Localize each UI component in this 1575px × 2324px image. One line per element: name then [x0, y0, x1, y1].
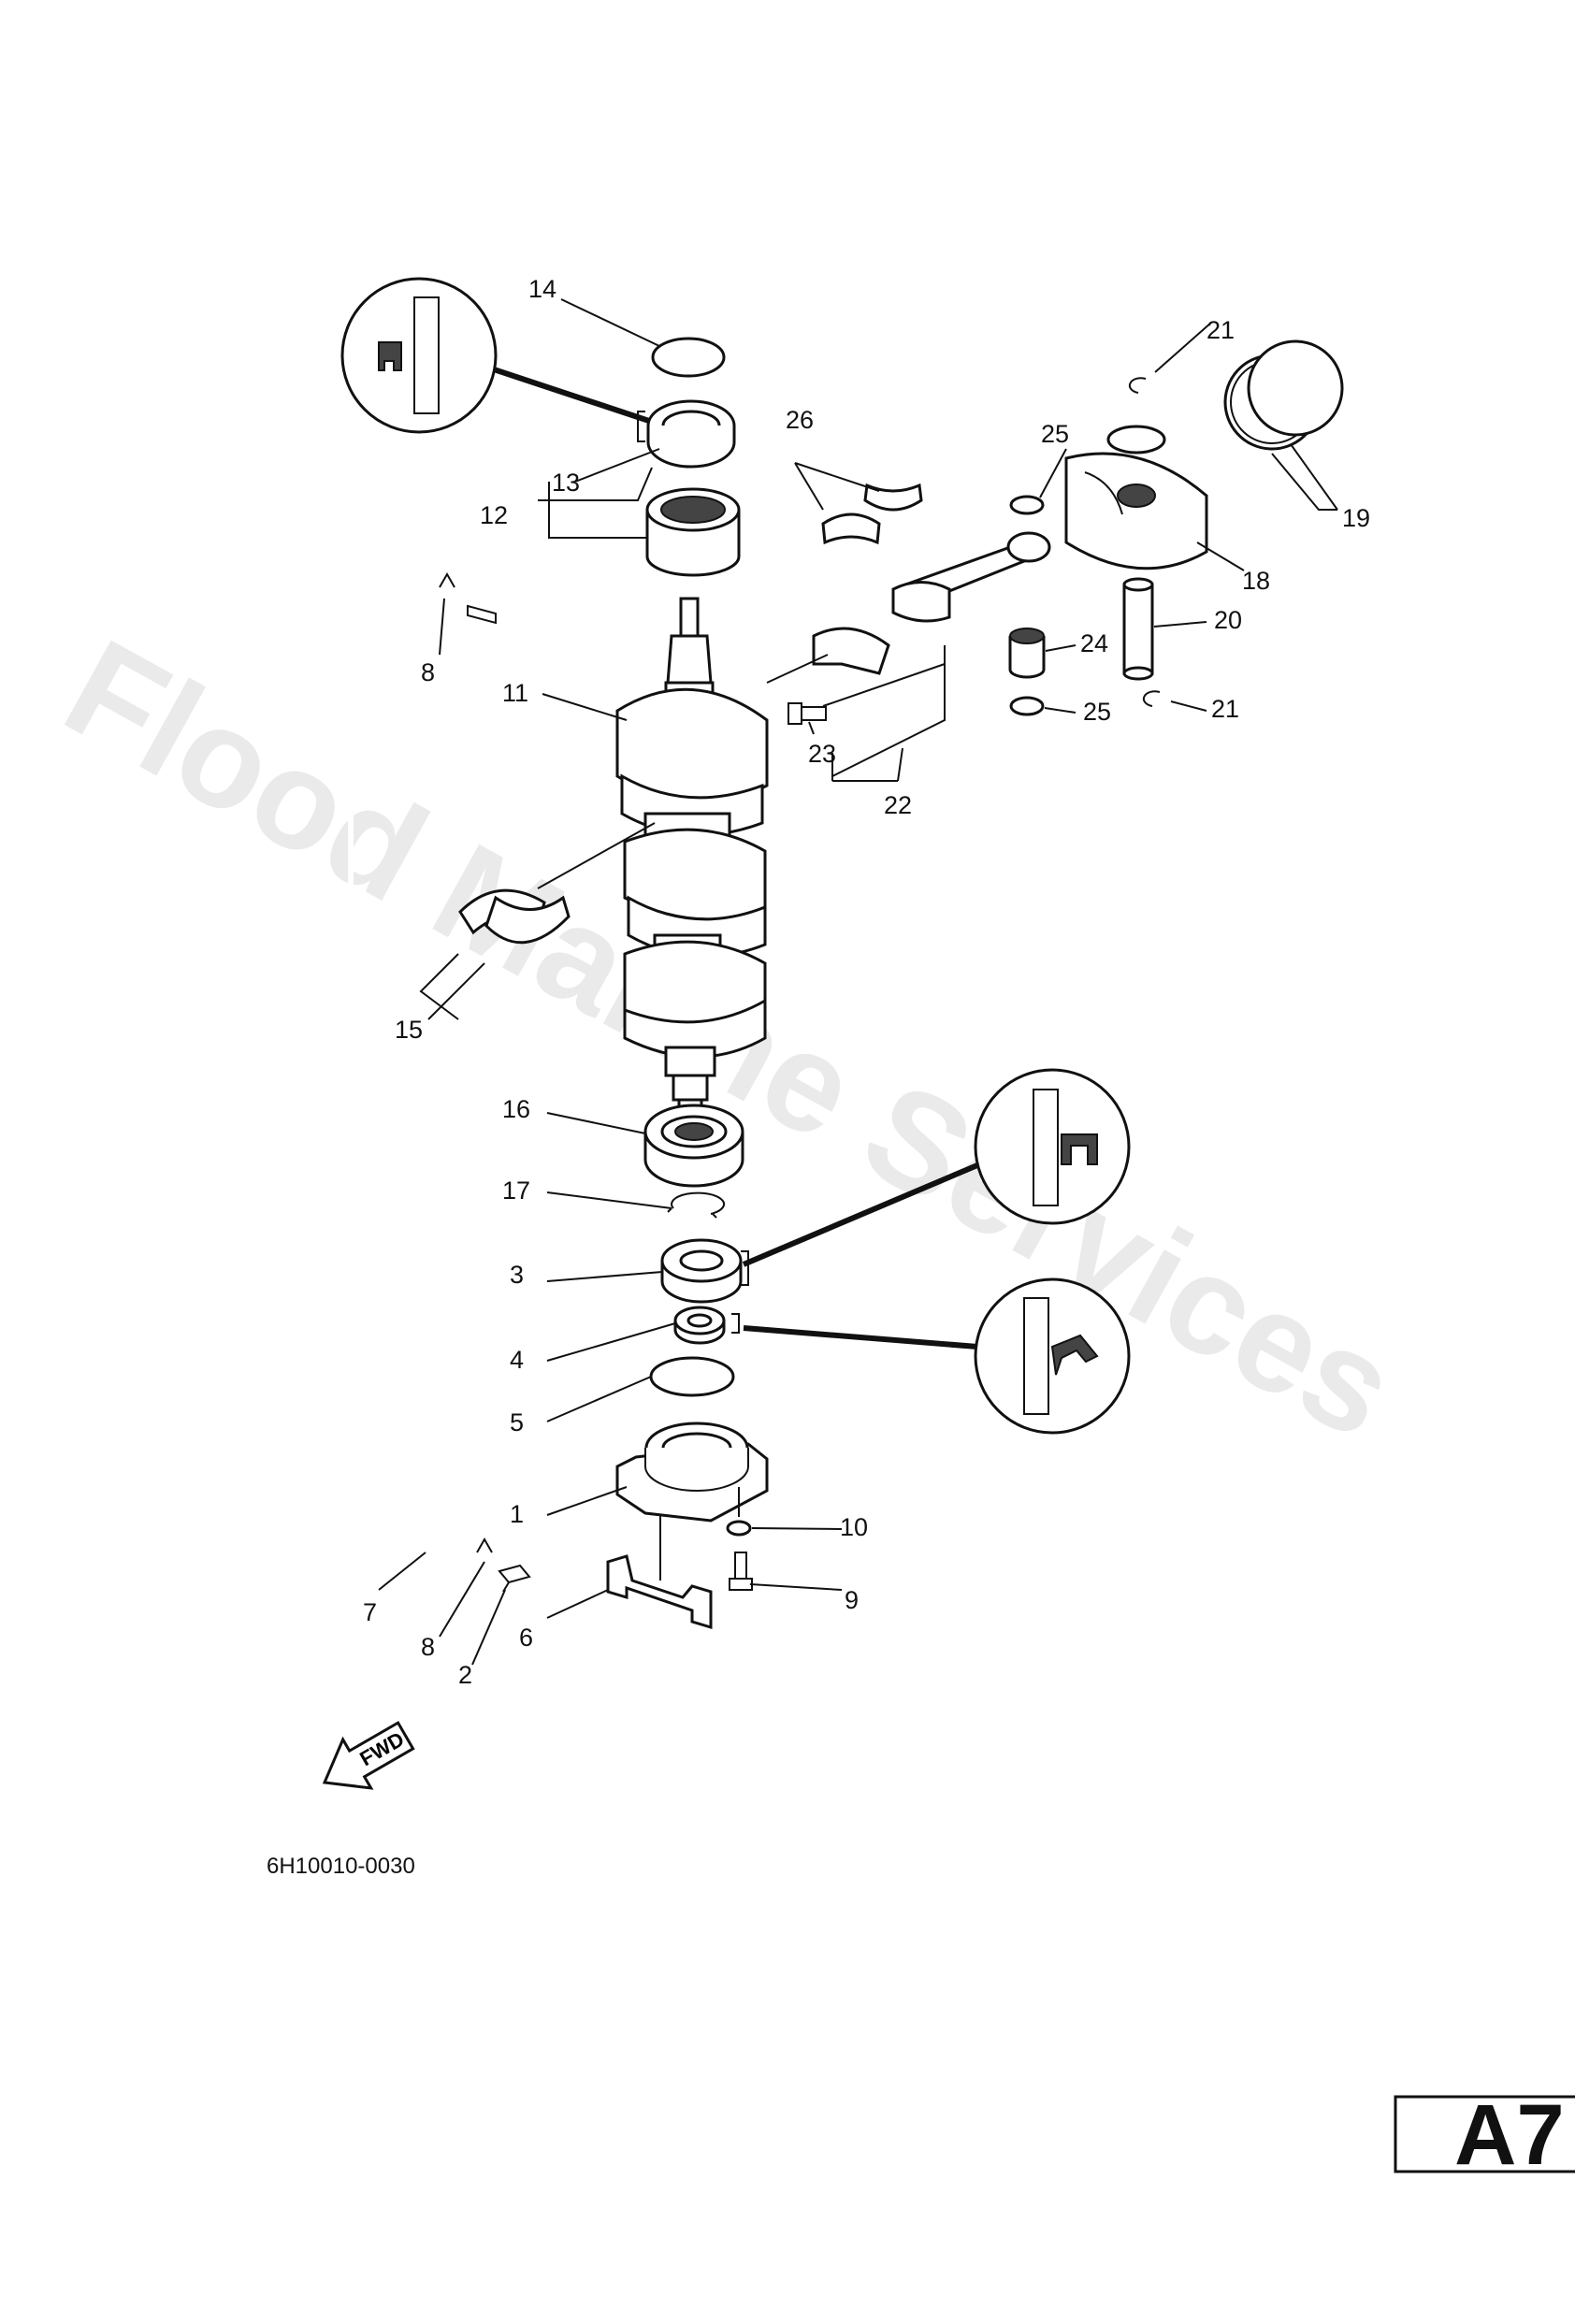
label-part-5: 5 — [510, 1408, 524, 1436]
part-6-bracket — [606, 1515, 713, 1630]
label-part-1: 1 — [510, 1500, 524, 1528]
part-4-small-oil-seal — [673, 1306, 740, 1345]
part-18-piston — [1064, 425, 1208, 570]
label-part-22: 22 — [884, 791, 912, 819]
part-3-oil-seal — [660, 1238, 749, 1304]
label-part-25-upper: 25 — [1041, 420, 1069, 448]
label-part-15: 15 — [395, 1016, 423, 1044]
label-part-14: 14 — [528, 275, 556, 303]
part-10-washer — [726, 1487, 752, 1537]
forward-direction-arrow: FWD — [322, 1721, 415, 1790]
label-part-13: 13 — [552, 469, 580, 497]
part-5-o-ring — [649, 1356, 735, 1397]
seal-detail-callout-bottom — [743, 1277, 1131, 1435]
part-19-piston-rings — [1223, 339, 1344, 451]
part-11-crankshaft — [615, 597, 769, 1120]
label-part-12: 12 — [480, 501, 508, 529]
part-2-hose-fitting — [498, 1564, 531, 1593]
part-22-connecting-rod — [812, 531, 1051, 777]
label-part-19: 19 — [1342, 504, 1370, 532]
label-part-24: 24 — [1080, 629, 1108, 657]
drawing-number: 6H10010-0030 — [267, 1854, 415, 1879]
part-12-bearing — [645, 487, 741, 577]
label-part-8-upper: 8 — [421, 658, 435, 686]
part-21-circlip-upper — [1128, 377, 1147, 394]
part-number-labels: 14 13 12 8 11 15 16 17 3 4 5 1 7 8 6 2 1… — [363, 275, 1370, 1689]
part-16-ball-bearing — [643, 1104, 744, 1188]
label-part-21-lower: 21 — [1211, 695, 1239, 723]
label-part-4: 4 — [510, 1346, 524, 1374]
part-8-clip-upper — [439, 571, 497, 625]
seal-detail-callout-top — [340, 277, 656, 434]
label-part-21-upper: 21 — [1207, 316, 1235, 344]
label-part-26: 26 — [786, 406, 814, 434]
label-part-8-lower: 8 — [421, 1633, 435, 1661]
part-1-bearing-housing — [615, 1422, 769, 1523]
label-part-23: 23 — [808, 740, 836, 768]
label-part-6: 6 — [519, 1624, 533, 1652]
part-17-circlip — [667, 1191, 726, 1219]
part-25-washer-upper — [1009, 495, 1045, 515]
part-26-big-end-bearing — [794, 462, 923, 545]
seal-detail-callout-middle — [742, 1068, 1131, 1267]
part-23-rod-bolt — [766, 654, 829, 725]
part-13-oil-seal — [637, 399, 736, 469]
label-part-20: 20 — [1214, 606, 1242, 634]
label-part-10: 10 — [840, 1513, 868, 1541]
page-tag: A7 — [1394, 2087, 1575, 2183]
leader-lines — [378, 298, 1338, 1666]
label-part-16: 16 — [502, 1095, 530, 1123]
label-part-9: 9 — [845, 1586, 859, 1614]
label-part-7: 7 — [363, 1598, 377, 1626]
part-24-small-end-bearing — [1008, 628, 1046, 679]
label-part-18: 18 — [1242, 567, 1270, 595]
label-part-2: 2 — [458, 1661, 472, 1689]
part-20-piston-pin — [1122, 577, 1154, 681]
label-part-11: 11 — [502, 679, 528, 707]
part-7-hose — [348, 570, 447, 1566]
label-part-3: 3 — [510, 1261, 524, 1289]
part-21-circlip-lower — [1142, 690, 1161, 707]
part-8-clip-lower — [476, 1537, 493, 1553]
label-part-17: 17 — [502, 1176, 530, 1205]
part-15-crank-bearing — [419, 822, 656, 1020]
label-part-25-lower: 25 — [1083, 698, 1111, 726]
part-9-bolt — [729, 1552, 753, 1591]
part-25-washer-lower — [1009, 696, 1045, 716]
page-tag-text: A7 — [1454, 2087, 1565, 2183]
part-14-o-ring — [651, 337, 726, 378]
